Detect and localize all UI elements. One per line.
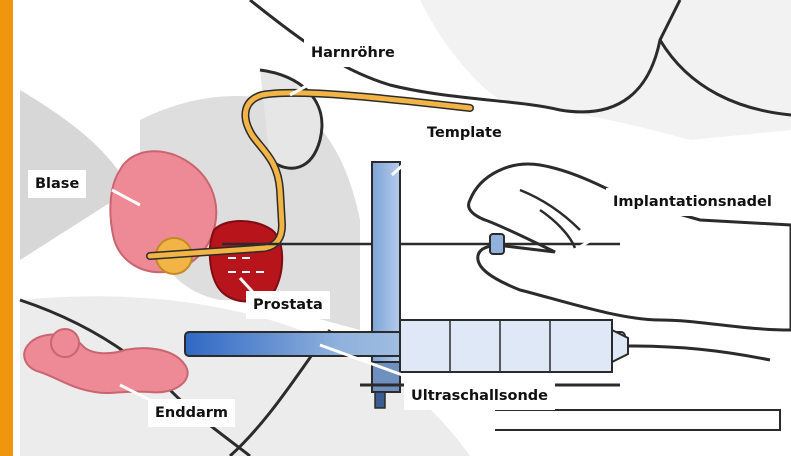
label-bladder: Blase [28,170,86,198]
needle-hub [490,234,504,254]
accent-bar [0,0,13,456]
label-ultrasound-probe: Ultraschallsonde [404,382,555,410]
probe-body [400,320,612,372]
stand-foot [375,392,385,408]
label-urethra: Harnröhre [304,39,402,67]
label-rectum: Enddarm [148,399,235,427]
label-template: Template [420,119,509,147]
stand-base [495,410,780,430]
probe-cable [628,346,770,360]
body-shade-upper [20,0,791,140]
label-implantation-needle: Implantationsnadel [606,188,779,216]
label-prostate: Prostata [246,291,330,319]
rectum-loop [51,329,79,357]
prostate [210,221,282,302]
